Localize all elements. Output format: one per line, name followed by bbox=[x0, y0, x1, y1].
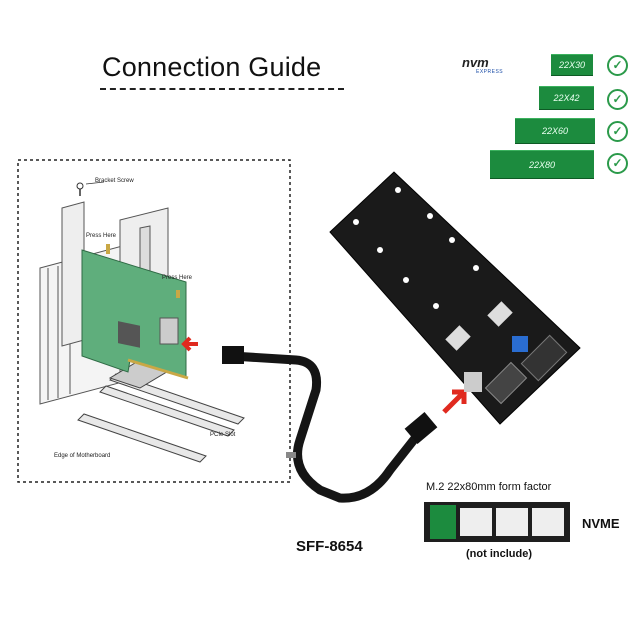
page-title: Connection Guide bbox=[102, 52, 322, 82]
nvm-logo-sub: EXPRESS bbox=[476, 69, 504, 75]
check-icon: ✓ bbox=[607, 121, 628, 142]
nvm-logo: nvm bbox=[462, 55, 489, 70]
label-press-here-2: Press Here bbox=[162, 275, 193, 281]
ssd-2260-label: 22X60 bbox=[541, 126, 569, 136]
controller-chip bbox=[118, 321, 140, 348]
m2-adapter-board bbox=[329, 171, 581, 425]
not-included-label: (not include) bbox=[466, 548, 532, 560]
red-arrow-board bbox=[442, 389, 467, 414]
screw-icon bbox=[76, 182, 84, 190]
label-edge-motherboard: Edge of Motherboard bbox=[54, 453, 111, 459]
sff-8654-cable bbox=[227, 351, 425, 503]
label-press-here-1: Press Here bbox=[86, 233, 117, 239]
nvme-label: NVME bbox=[582, 516, 620, 531]
card-connector bbox=[159, 317, 179, 345]
label-pcie-slot: PCIe Slot bbox=[210, 432, 236, 438]
ssd-2280-label: 22X80 bbox=[528, 159, 556, 170]
cable-connector-right bbox=[404, 411, 438, 445]
ssd-2242-label: 22X42 bbox=[553, 93, 580, 103]
check-icon: ✓ bbox=[607, 55, 628, 76]
install-box bbox=[17, 159, 291, 483]
label-bracket-screw: Bracket Screw bbox=[95, 178, 134, 184]
m2-form-factor-label: M.2 22x80mm form factor bbox=[426, 481, 552, 493]
ssd-2260: 22X60 bbox=[515, 118, 595, 144]
ssd-2230-label: 22X30 bbox=[558, 60, 586, 70]
title-underline bbox=[100, 88, 344, 90]
m2-nvme-ssd bbox=[424, 502, 570, 542]
red-arrow-card bbox=[181, 336, 198, 352]
ssd-2230: 22X30 bbox=[551, 54, 593, 76]
cable-label: SFF-8654 bbox=[296, 538, 363, 555]
cable-connector-left bbox=[222, 346, 244, 364]
ssd-2242: 22X42 bbox=[539, 86, 594, 110]
pcie-adapter-card bbox=[81, 249, 189, 380]
check-icon: ✓ bbox=[607, 153, 628, 174]
check-icon: ✓ bbox=[607, 89, 628, 110]
cable-clip bbox=[286, 452, 296, 458]
ssd-2280: 22X80 bbox=[490, 150, 594, 179]
